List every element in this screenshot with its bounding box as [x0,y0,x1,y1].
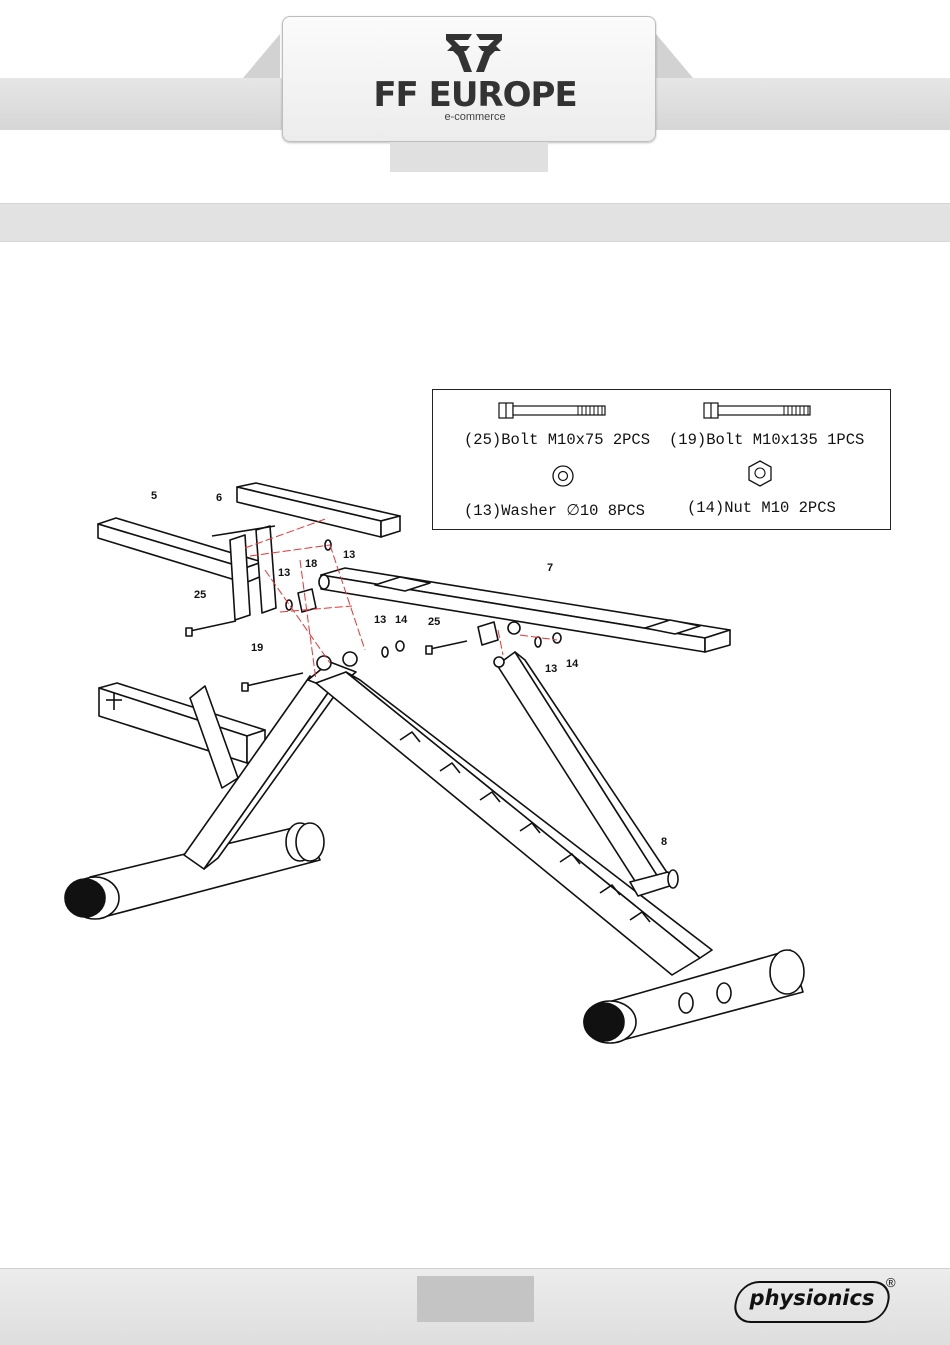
callout-19: 19 [251,642,263,654]
callout-7: 7 [547,562,553,574]
registered-mark: ® [886,1275,896,1290]
seat-rail [319,568,730,652]
callout-13: 13 [278,567,290,579]
rear-crossbar [99,683,265,763]
callout-25: 25 [194,589,206,601]
callout-14: 14 [395,614,407,626]
physionics-logo: physionics [739,1286,885,1310]
callout-5: 5 [151,490,157,502]
front-foot-tube [65,823,324,919]
page-number-box [417,1276,534,1322]
callout-18: 18 [305,558,317,570]
callout-14: 14 [566,658,578,670]
callout-13: 13 [545,663,557,675]
callout-13: 13 [343,549,355,561]
rear-foot-tube [584,950,804,1043]
callout-8: 8 [661,836,667,848]
callout-25: 25 [428,616,440,628]
callout-6: 6 [216,492,222,504]
main-frame [316,672,712,975]
callout-13: 13 [374,614,386,626]
bench-assembly-diagram [0,0,950,1100]
